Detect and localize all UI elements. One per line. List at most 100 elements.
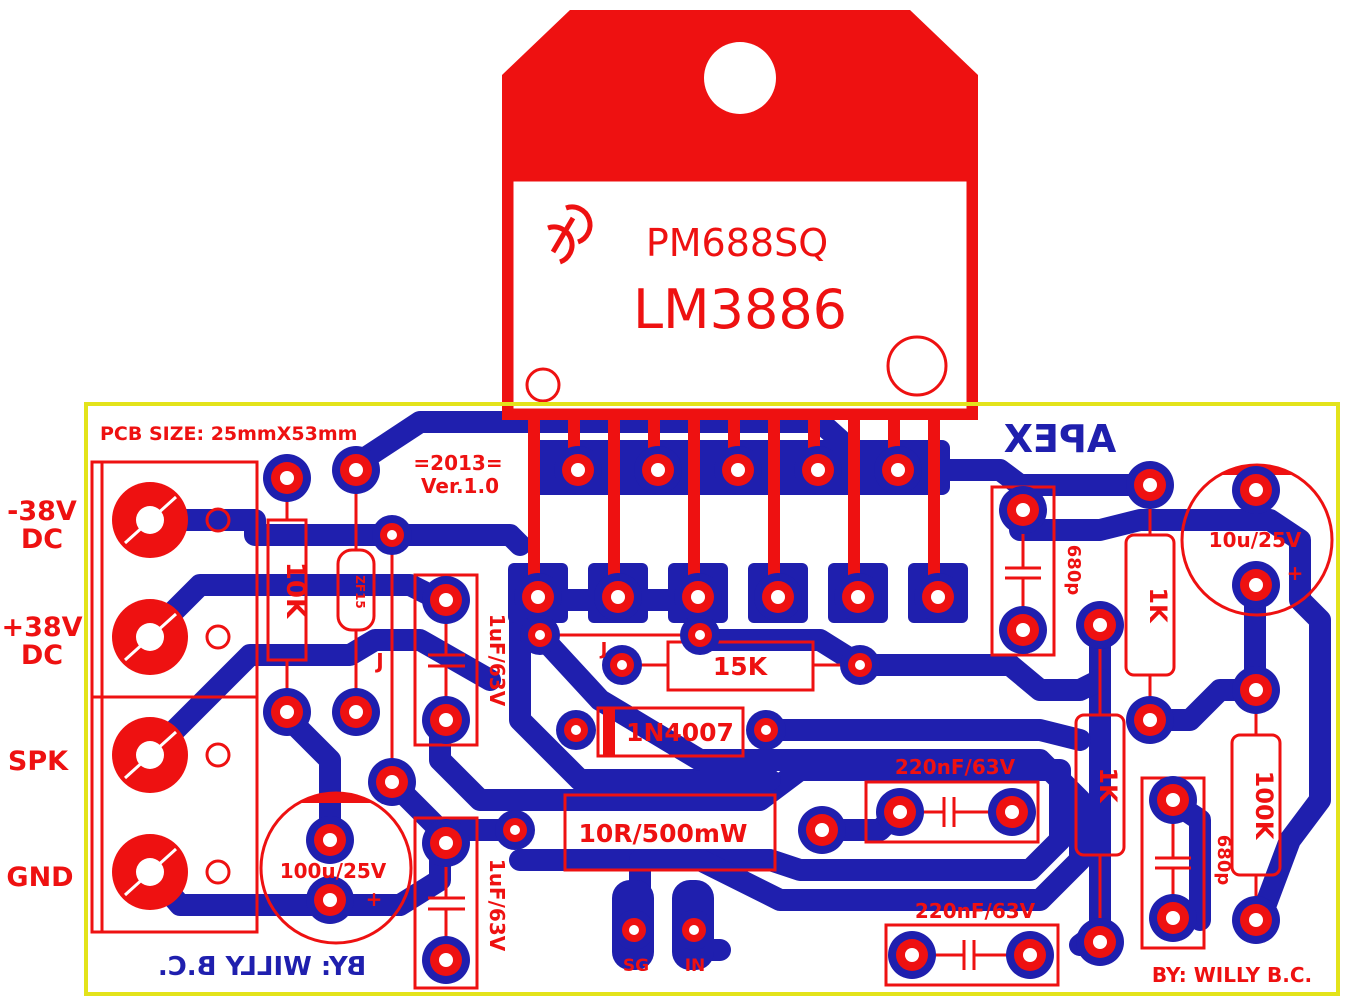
label-1k-b: 1K xyxy=(1094,767,1122,804)
cap-100u-outline xyxy=(259,791,413,945)
resistor-outline-10r xyxy=(563,793,777,872)
ic-lead xyxy=(928,420,940,592)
label-220nf-a: 220nF/63V xyxy=(895,755,1016,779)
label-220nf-b: 220nF/63V xyxy=(915,899,1036,923)
board-outline xyxy=(84,402,1340,996)
trace-gnd-2 xyxy=(279,709,341,851)
label-680p-a: 680p xyxy=(1063,545,1084,596)
solder-pad xyxy=(634,446,682,494)
solder-pad xyxy=(1006,931,1054,979)
solder-pad xyxy=(834,573,882,621)
label-10k: 10K xyxy=(280,562,310,619)
solder-pad xyxy=(674,573,722,621)
solder-pad xyxy=(602,645,642,685)
solder-pad xyxy=(746,710,786,750)
label-1uf-b: 1uF/63V xyxy=(485,859,509,952)
solder-pad xyxy=(714,446,762,494)
solder-pad xyxy=(495,810,535,850)
solder-pad xyxy=(556,710,596,750)
screw-terminal-icon xyxy=(112,482,231,558)
cap-220nf-b-outline xyxy=(884,923,1060,987)
lm3886-package: PM688SQ LM3886 xyxy=(502,10,978,420)
label-jumper-1: J xyxy=(374,649,383,673)
solder-pad xyxy=(754,573,802,621)
solder-pad xyxy=(422,819,470,867)
label-10u-plus: + xyxy=(1287,561,1304,585)
solder-pad xyxy=(1149,894,1197,942)
cap-1uf-b-outline xyxy=(413,816,479,990)
solder-pad xyxy=(368,758,416,806)
solder-pad xyxy=(520,615,560,655)
solder-pad xyxy=(794,446,842,494)
trace-spk xyxy=(139,629,501,766)
neg-voltage-label: -38V xyxy=(7,496,77,527)
ic-lead xyxy=(688,420,700,592)
solder-pad xyxy=(1076,918,1124,966)
solder-pad xyxy=(306,876,354,924)
pcb-size-label: PCB SIZE: 25mmX53mm xyxy=(100,423,357,445)
cap-10u-outline xyxy=(1180,463,1334,617)
solder-pad xyxy=(422,696,470,744)
solder-pad xyxy=(1232,466,1280,514)
solder-pad xyxy=(999,486,1047,534)
solder-pad xyxy=(988,788,1036,836)
label-zener: ZF15 xyxy=(353,575,367,609)
solder-pad xyxy=(422,576,470,624)
ic-leads xyxy=(528,420,940,592)
terminal-block-outline xyxy=(90,695,259,934)
screw-terminal-icon xyxy=(112,599,231,675)
label-10r: 10R/500mW xyxy=(579,819,748,848)
cap-220nf-a-outline xyxy=(864,780,1040,844)
labels: PCB SIZE: 25mmX53mm =2013= Ver.1.0 APEX … xyxy=(1,417,1312,987)
solder-pad xyxy=(372,515,412,555)
label-15k: 15K xyxy=(713,652,769,681)
national-semiconductor-logo-icon xyxy=(547,204,593,265)
solder-pad xyxy=(1126,696,1174,744)
solder-pad xyxy=(999,606,1047,654)
solder-pad xyxy=(888,931,936,979)
pos-voltage-label: +38V xyxy=(1,612,82,643)
mounting-hole-icon xyxy=(704,42,776,114)
label-1uf-a: 1uF/63V xyxy=(485,614,509,707)
gnd-label: GND xyxy=(6,862,73,893)
solder-pad xyxy=(1232,561,1280,609)
terminal-screws xyxy=(112,482,231,910)
cap-100u-band xyxy=(299,793,373,803)
cap-1uf-a-outline xyxy=(413,573,479,747)
pos-dc-label: DC xyxy=(21,640,63,671)
pads xyxy=(263,446,1280,984)
solder-pad xyxy=(1232,896,1280,944)
solder-pad xyxy=(332,446,380,494)
trace-right-8 xyxy=(759,719,1091,751)
sg-label: SG xyxy=(623,956,649,976)
solder-pad xyxy=(422,936,470,984)
solder-pad xyxy=(1126,461,1174,509)
label-100u-plus: + xyxy=(366,887,383,911)
screw-terminal-icon xyxy=(112,717,231,793)
brand-label: APEX xyxy=(1004,417,1117,461)
ic-lead xyxy=(848,420,860,592)
solder-pad xyxy=(680,615,720,655)
trace-right-7 xyxy=(849,654,1111,701)
solder-pad xyxy=(914,573,962,621)
author-mirrored-label: BY: WILLY B.C. xyxy=(158,952,366,982)
label-100k: 100K xyxy=(1250,771,1278,841)
silkscreen-layer xyxy=(90,460,1334,990)
trace-mid-loop xyxy=(509,609,781,791)
ic-lead xyxy=(608,420,620,592)
solder-pad xyxy=(263,688,311,736)
screw-terminal-icon xyxy=(112,834,231,910)
solder-pad xyxy=(306,816,354,864)
label-10u: 10u/25V xyxy=(1209,528,1302,552)
solder-pad xyxy=(332,688,380,736)
pin1-marker-icon xyxy=(525,367,561,403)
orientation-circle-icon xyxy=(886,335,948,397)
trace-right-1 xyxy=(929,459,1161,496)
solder-pad xyxy=(554,446,602,494)
spk-label: SPK xyxy=(8,746,69,777)
solder-pad xyxy=(263,454,311,502)
solder-pad xyxy=(614,910,654,950)
solder-pad xyxy=(876,788,924,836)
solder-pad xyxy=(1232,666,1280,714)
